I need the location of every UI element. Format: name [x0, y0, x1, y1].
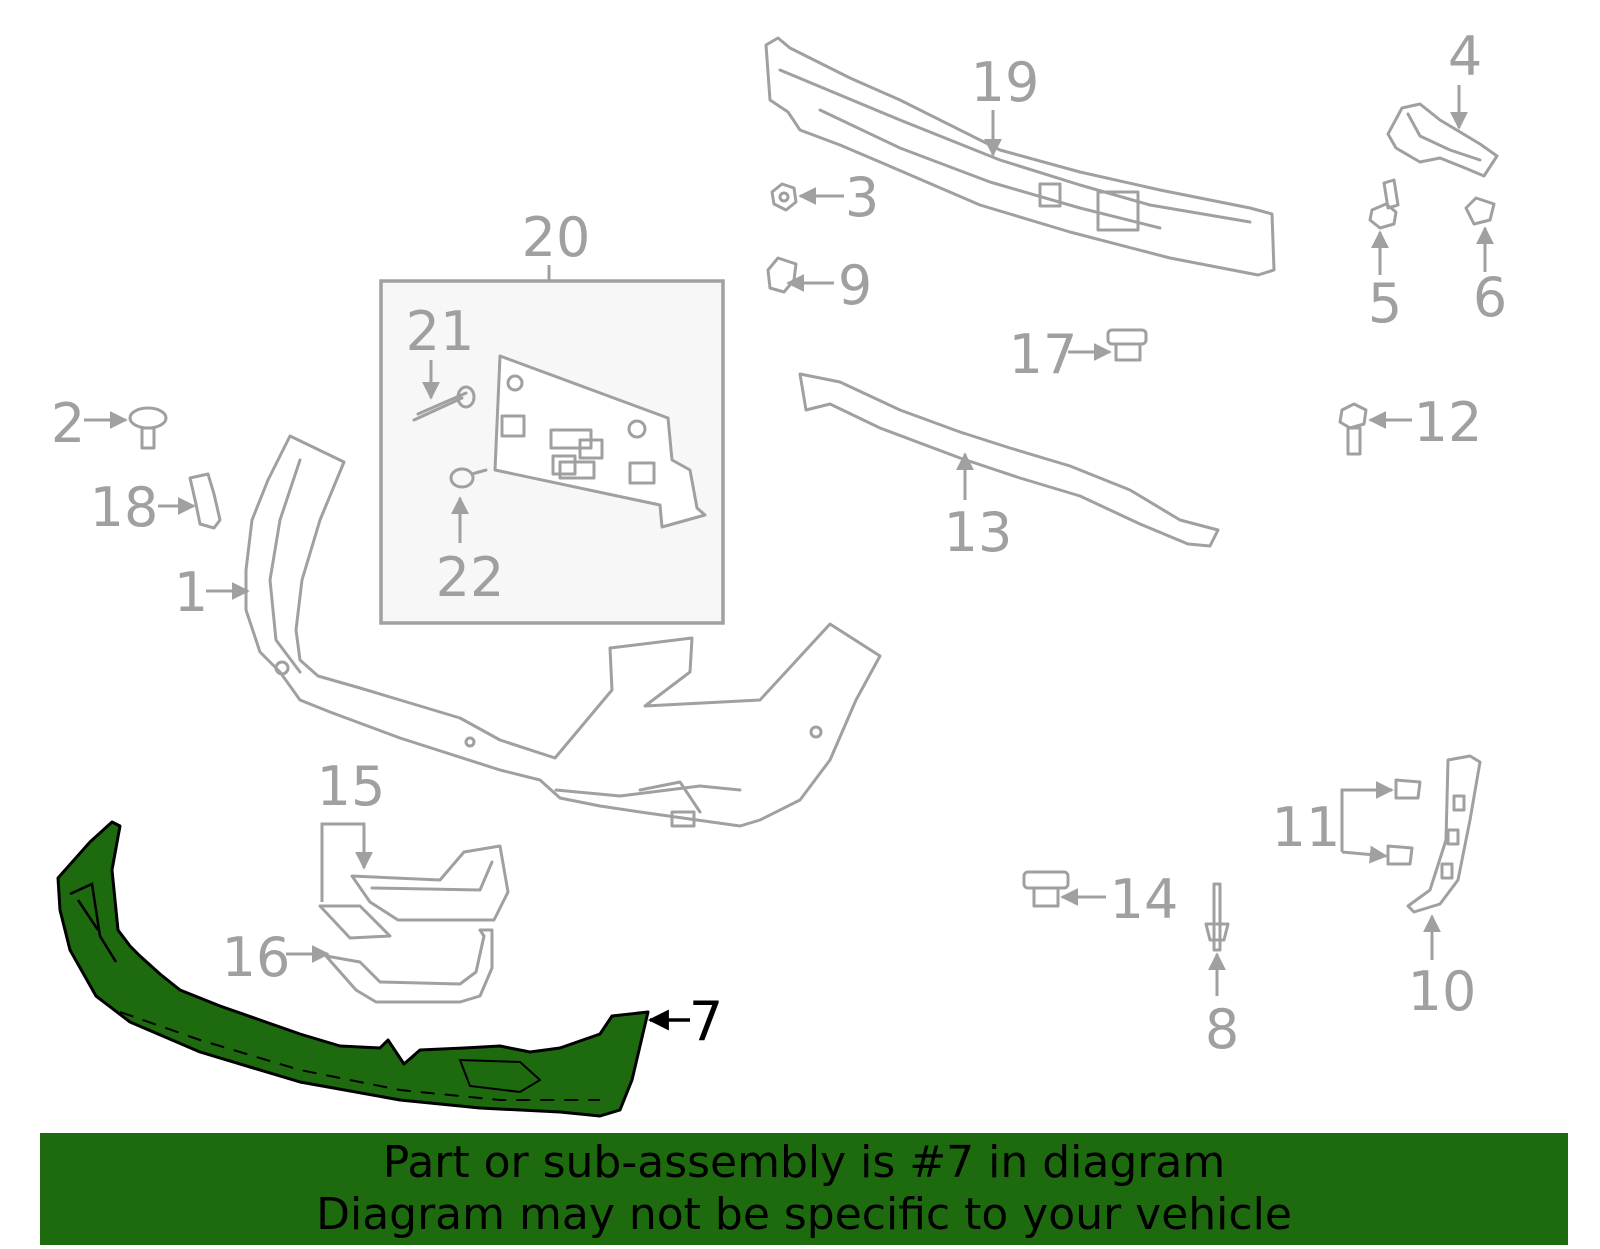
callout-2: 2	[51, 392, 85, 455]
clip-part-9[interactable]: 9	[766, 254, 872, 317]
callout-17: 17	[1009, 323, 1078, 386]
bracket-part-4[interactable]: 4	[1386, 25, 1499, 178]
callout-8: 8	[1205, 998, 1239, 1061]
callout-13: 13	[944, 501, 1013, 564]
callout-4: 4	[1448, 25, 1482, 88]
bracket-part-18[interactable]: 18	[90, 472, 222, 539]
clip-part-17[interactable]: 17	[1009, 323, 1148, 386]
energy-absorber-part[interactable]: 19	[764, 36, 1276, 277]
info-banner: Part or sub-assembly is #7 in diagram Di…	[40, 1133, 1568, 1245]
banner-line-1: Part or sub-assembly is #7 in diagram	[382, 1137, 1226, 1188]
callout-16: 16	[222, 926, 291, 989]
banner-line-2: Diagram may not be specific to your vehi…	[316, 1189, 1292, 1240]
callout-15: 15	[317, 755, 386, 818]
pin-part-8[interactable]: 8	[1204, 882, 1239, 1061]
license-bracket-part[interactable]	[493, 354, 707, 529]
callout-10: 10	[1408, 960, 1477, 1023]
clip-part-6[interactable]: 6	[1464, 196, 1507, 329]
bolt-part-12[interactable]: 12	[1338, 391, 1483, 456]
screw-part-22[interactable]: 22	[436, 467, 505, 609]
bracket-part-10[interactable]: 10	[1406, 754, 1482, 1023]
callout-19: 19	[971, 51, 1040, 114]
push-pin-part-2[interactable]: 2	[51, 392, 168, 455]
nut-part-3[interactable]: 3	[770, 166, 879, 229]
callout-7: 7	[689, 990, 723, 1053]
push-pin-part[interactable]: 21	[406, 300, 476, 422]
callout-1: 1	[174, 561, 208, 624]
callout-20: 20	[522, 206, 591, 269]
upper-bumper-cover-part[interactable]: 1	[174, 434, 882, 828]
lower-bumper-cover-part-highlighted[interactable]: 7	[56, 820, 723, 1118]
clip-part-14[interactable]: 14	[1022, 868, 1179, 931]
callout-21: 21	[406, 300, 475, 363]
callout-22: 22	[436, 546, 505, 609]
trim-part-16[interactable]: 16	[222, 926, 494, 1004]
clip-part-11[interactable]: 11	[1272, 778, 1422, 866]
callout-12: 12	[1414, 391, 1483, 454]
callout-5: 5	[1368, 272, 1402, 335]
deflector-part-13[interactable]: 13	[798, 372, 1220, 564]
callout-6: 6	[1473, 266, 1507, 329]
callout-18: 18	[90, 476, 159, 539]
callout-14: 14	[1110, 868, 1179, 931]
grille-part-15[interactable]: 15	[317, 755, 510, 940]
bolt-part-5[interactable]: 5	[1368, 178, 1402, 335]
callout-9: 9	[838, 254, 872, 317]
callout-11: 11	[1272, 796, 1341, 859]
callout-3: 3	[845, 166, 879, 229]
